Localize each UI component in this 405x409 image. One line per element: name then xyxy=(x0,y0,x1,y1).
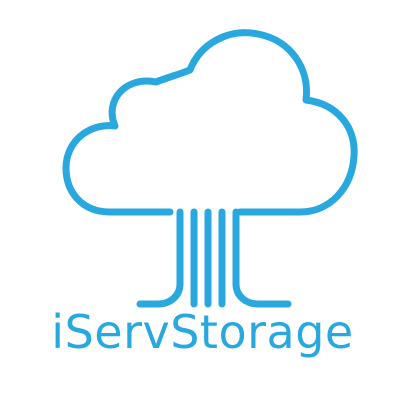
cloud-outline xyxy=(62,29,358,216)
trunk-left xyxy=(136,208,184,308)
trunk-right xyxy=(232,208,292,308)
cloud-tree-strokes xyxy=(62,29,358,308)
brand-wordmark: iServStorage xyxy=(51,305,354,359)
